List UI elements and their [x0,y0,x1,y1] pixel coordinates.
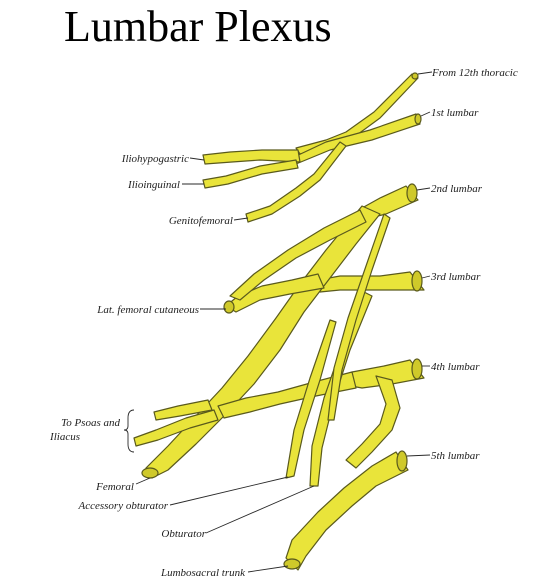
label-3rd-lumbar: 3rd lumbar [430,271,481,283]
leader-genitofemoral [233,217,249,221]
l2-lateral-branch [229,209,367,301]
lumbosacral-cut-end [283,558,301,570]
leader-5th-lumbar [406,454,431,457]
psoas-iliacus-branch [133,409,219,447]
l3-cut-end [411,270,423,292]
label-obturator: Obturator [161,528,206,540]
leader-from-12th-thoracic [417,71,433,75]
l4-cut-end [411,358,423,380]
t12-cut-end [411,72,419,80]
ilioinguinal-nerve [202,159,299,189]
leader-obturator [205,485,315,534]
lumbosacral-trunk [285,451,409,571]
femoral-cut-end [141,467,159,479]
leader-iliohypogastric [189,157,205,161]
label-4th-lumbar: 4th lumbar [431,361,480,373]
leader-psoas-bracket [123,409,135,453]
leader-lumbosacral-trunk [247,565,289,573]
genitofemoral-nerve [245,141,347,223]
l5-cut-end [396,450,408,472]
psoas-iliacus-branch-upper [153,399,213,421]
accessory-obturator-nerve [285,319,337,479]
labels: From 12th thoracic 1st lumbar Iliohypoga… [49,67,518,579]
l4-descending-branch [345,375,401,469]
label-ilioinguinal: Ilioinguinal [127,179,180,191]
l1-cut-end [414,113,422,125]
leader-3rd-lumbar [421,275,431,279]
leader-femoral [135,477,151,485]
leader-lines [123,71,433,573]
label-accessory-obturator: Accessory obturator [77,500,168,512]
leader-2nd-lumbar [416,187,431,191]
label-2nd-lumbar: 2nd lumbar [431,183,483,195]
leader-1st-lumbar [420,111,431,117]
label-femoral: Femoral [95,481,134,493]
nerve-drawing [133,72,425,571]
label-lumbosacral-trunk: Lumbosacral trunk [160,567,246,579]
figure-title: Lumbar Plexus [64,2,332,51]
l1-nerve [291,113,421,165]
obturator-nerve [309,291,373,487]
label-iliacus: Iliacus [49,431,80,443]
label-iliohypogastric: Iliohypogastric [121,153,189,165]
label-1st-lumbar: 1st lumbar [431,107,479,119]
label-lat-femoral-cutaneous: Lat. femoral cutaneous [96,304,199,316]
l3-obturator-branch [327,213,391,421]
label-5th-lumbar: 5th lumbar [431,450,480,462]
leader-accessory-obturator [169,476,289,506]
lat-femoral-cut-end [223,300,235,314]
label-to-psoas-and: To Psoas and [61,417,120,429]
label-from-12th-thoracic: From 12th thoracic [431,67,518,79]
label-genitofemoral: Genitofemoral [169,215,233,227]
l2-cut-end [406,183,418,203]
